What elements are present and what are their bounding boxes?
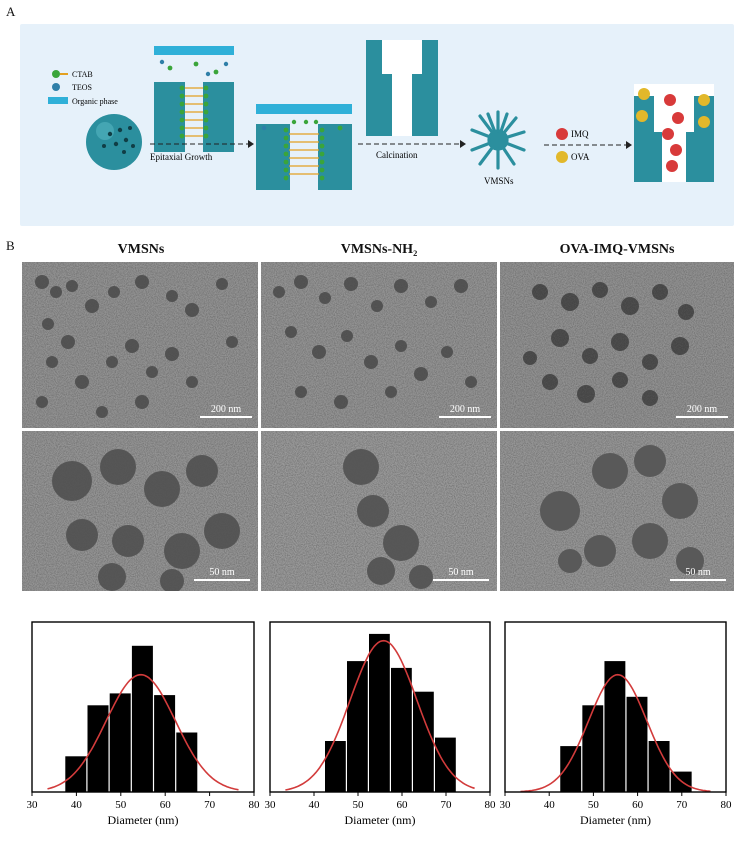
gaussian-fit-line — [47, 673, 239, 791]
x-tick-label: 60 — [160, 799, 172, 811]
step-epitaxial: Epitaxial Growth — [150, 152, 213, 162]
tem-image-nh2-low: 200 nm — [261, 262, 497, 428]
x-axis-label: Diameter (nm) — [108, 813, 179, 827]
scale-bar: 50 nm — [433, 567, 489, 581]
scale-label: 200 nm — [210, 404, 242, 415]
x-tick-label: 80 — [721, 799, 733, 811]
loaded-box — [634, 84, 714, 182]
plot-frame — [269, 621, 491, 793]
x-axis-label: Diameter (nm) — [580, 813, 651, 827]
x-tick-label: 40 — [71, 799, 83, 811]
tem-image-ova-imq-high: 50 nm — [500, 431, 734, 591]
scale-label: 50 nm — [448, 567, 474, 578]
legend: CTAB TEOS Organic phase — [48, 70, 118, 106]
step-calcination: Calcination — [376, 150, 418, 160]
x-tick-label: 30 — [27, 799, 39, 811]
legend-organic: Organic phase — [72, 97, 118, 106]
ova-icon — [556, 151, 568, 163]
scale-label: 50 nm — [209, 567, 235, 578]
x-tick-label: 50 — [115, 799, 127, 811]
x-axis-label: Diameter (nm) — [345, 813, 416, 827]
tem-image-vmsns-low: 200 nm — [22, 262, 258, 428]
histogram-bar — [176, 732, 198, 792]
panel-b-label: B — [6, 238, 15, 253]
histogram-bar — [131, 645, 153, 792]
tem-image-vmsns-high: 50 nm — [22, 431, 258, 591]
scale-bar: 200 nm — [200, 404, 252, 418]
x-tick-label: 80 — [485, 799, 497, 811]
x-tick-label: 80 — [249, 799, 261, 811]
scale-label: 200 nm — [449, 404, 481, 415]
x-tick-label: 70 — [441, 799, 453, 811]
histogram-bar — [109, 693, 131, 792]
plot-frame — [504, 621, 727, 793]
histogram-bar — [560, 746, 582, 792]
tem-image-nh2-high: 50 nm — [261, 431, 497, 591]
x-tick-label: 60 — [632, 799, 644, 811]
x-tick-label: 40 — [309, 799, 321, 811]
histogram-bar — [626, 696, 648, 792]
legend-ctab: CTAB — [72, 70, 93, 79]
histogram-bar — [604, 661, 626, 792]
calcined-box — [366, 40, 438, 136]
legend-teos: TEOS — [72, 83, 92, 92]
tem-title-3: OVA-IMQ-VMSNs — [559, 242, 675, 257]
organic-phase-icon — [48, 97, 68, 104]
tem-image-ova-imq-low: 200 nm — [500, 262, 734, 428]
x-tick-label: 50 — [588, 799, 600, 811]
gaussian-fit-line — [520, 673, 711, 793]
scale-bar: 50 nm — [194, 567, 250, 581]
scale-label: 50 nm — [685, 567, 711, 578]
x-tick-label: 30 — [265, 799, 277, 811]
scale-bar: 200 nm — [439, 404, 491, 418]
imq-icon — [556, 128, 568, 140]
histogram-bar — [154, 695, 176, 792]
plot-frame — [31, 621, 255, 793]
histogram-bar — [325, 741, 346, 792]
teos-icon — [52, 83, 60, 91]
step-ova: OVA — [571, 152, 590, 162]
tem-title-1: VMSNs — [117, 242, 165, 257]
scale-bar: 200 nm — [676, 404, 728, 418]
histogram-bar — [648, 741, 670, 792]
x-tick-label: 40 — [544, 799, 556, 811]
vmsn-particle-icon — [470, 110, 526, 170]
schematic-panel: CTAB TEOS Organic phase — [20, 24, 734, 226]
step-vmsns: VMSNs — [484, 176, 514, 186]
x-tick-label: 70 — [204, 799, 216, 811]
histogram-bar — [369, 633, 390, 792]
x-tick-label: 60 — [397, 799, 409, 811]
x-tick-label: 70 — [676, 799, 688, 811]
epitaxial-box-1 — [154, 46, 234, 152]
x-tick-label: 30 — [500, 799, 512, 811]
porous-sphere-icon — [86, 114, 142, 170]
histogram-bar — [87, 705, 109, 792]
scale-bar: 50 nm — [670, 567, 726, 581]
scale-label: 200 nm — [686, 404, 718, 415]
x-tick-label: 50 — [353, 799, 365, 811]
epitaxial-box-2 — [256, 104, 352, 190]
ctab-icon — [52, 70, 60, 78]
gaussian-fit-line — [285, 639, 475, 791]
step-imq: IMQ — [571, 129, 589, 139]
panel-a-label: A — [6, 4, 16, 19]
schematic-svg: CTAB TEOS Organic phase — [48, 40, 714, 190]
tem-title-2: VMSNs-NH₂ — [340, 242, 418, 257]
histogram-bar — [391, 667, 412, 792]
histogram-bar — [582, 705, 604, 792]
histogram-bar — [413, 691, 434, 792]
